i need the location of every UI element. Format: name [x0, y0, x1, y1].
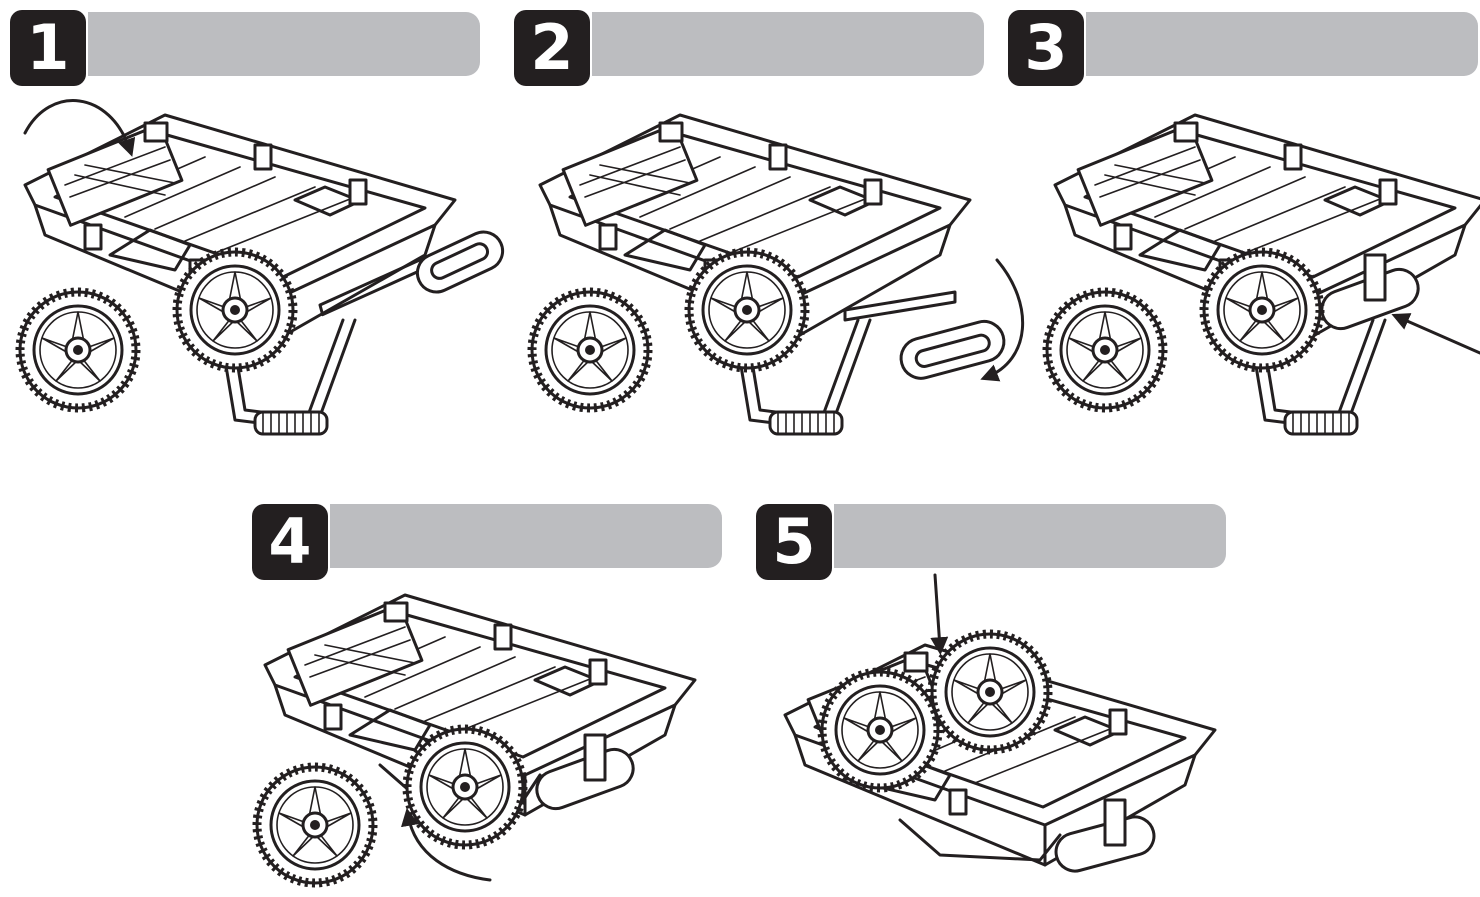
- step-number-badge: 3: [1008, 10, 1084, 86]
- wheel-icon: [932, 634, 1048, 750]
- wheel-icon: [1204, 252, 1320, 368]
- handle-icon: [535, 733, 635, 811]
- step-number-badge: 2: [514, 10, 590, 86]
- arrow-icon: [401, 807, 492, 882]
- garden-cart-icon: [515, 113, 1025, 436]
- garden-cart-icon: [1030, 113, 1480, 436]
- wheel-icon: [1047, 292, 1163, 408]
- garden-cart-icon: [0, 99, 505, 436]
- handle-icon: [843, 290, 1006, 380]
- handle-icon: [313, 230, 505, 317]
- wheel-icon: [20, 292, 136, 408]
- handle-icon: [1054, 798, 1156, 873]
- arrow-icon: [23, 99, 136, 157]
- step-caption-bar: [330, 504, 722, 568]
- garden-cart-icon: [783, 573, 1217, 873]
- wheel-icon: [689, 252, 805, 368]
- step-number-badge: 4: [252, 504, 328, 580]
- arrow-icon: [930, 573, 949, 656]
- step-number-badge: 1: [10, 10, 86, 86]
- handle-icon: [1320, 253, 1420, 331]
- step-number-badge: 5: [756, 504, 832, 580]
- wheel-icon: [822, 672, 938, 788]
- step-caption-bar: [1086, 12, 1478, 76]
- wheel-icon: [407, 729, 523, 845]
- garden-cart-icon: [240, 593, 697, 895]
- wheel-icon: [532, 292, 648, 408]
- arrow-icon: [980, 258, 1025, 382]
- step-caption-bar: [88, 12, 480, 76]
- wheel-icon: [177, 252, 293, 368]
- step-caption-bar: [834, 504, 1226, 568]
- wheel-icon: [257, 767, 373, 883]
- step-caption-bar: [592, 12, 984, 76]
- arrow-icon: [1391, 313, 1480, 355]
